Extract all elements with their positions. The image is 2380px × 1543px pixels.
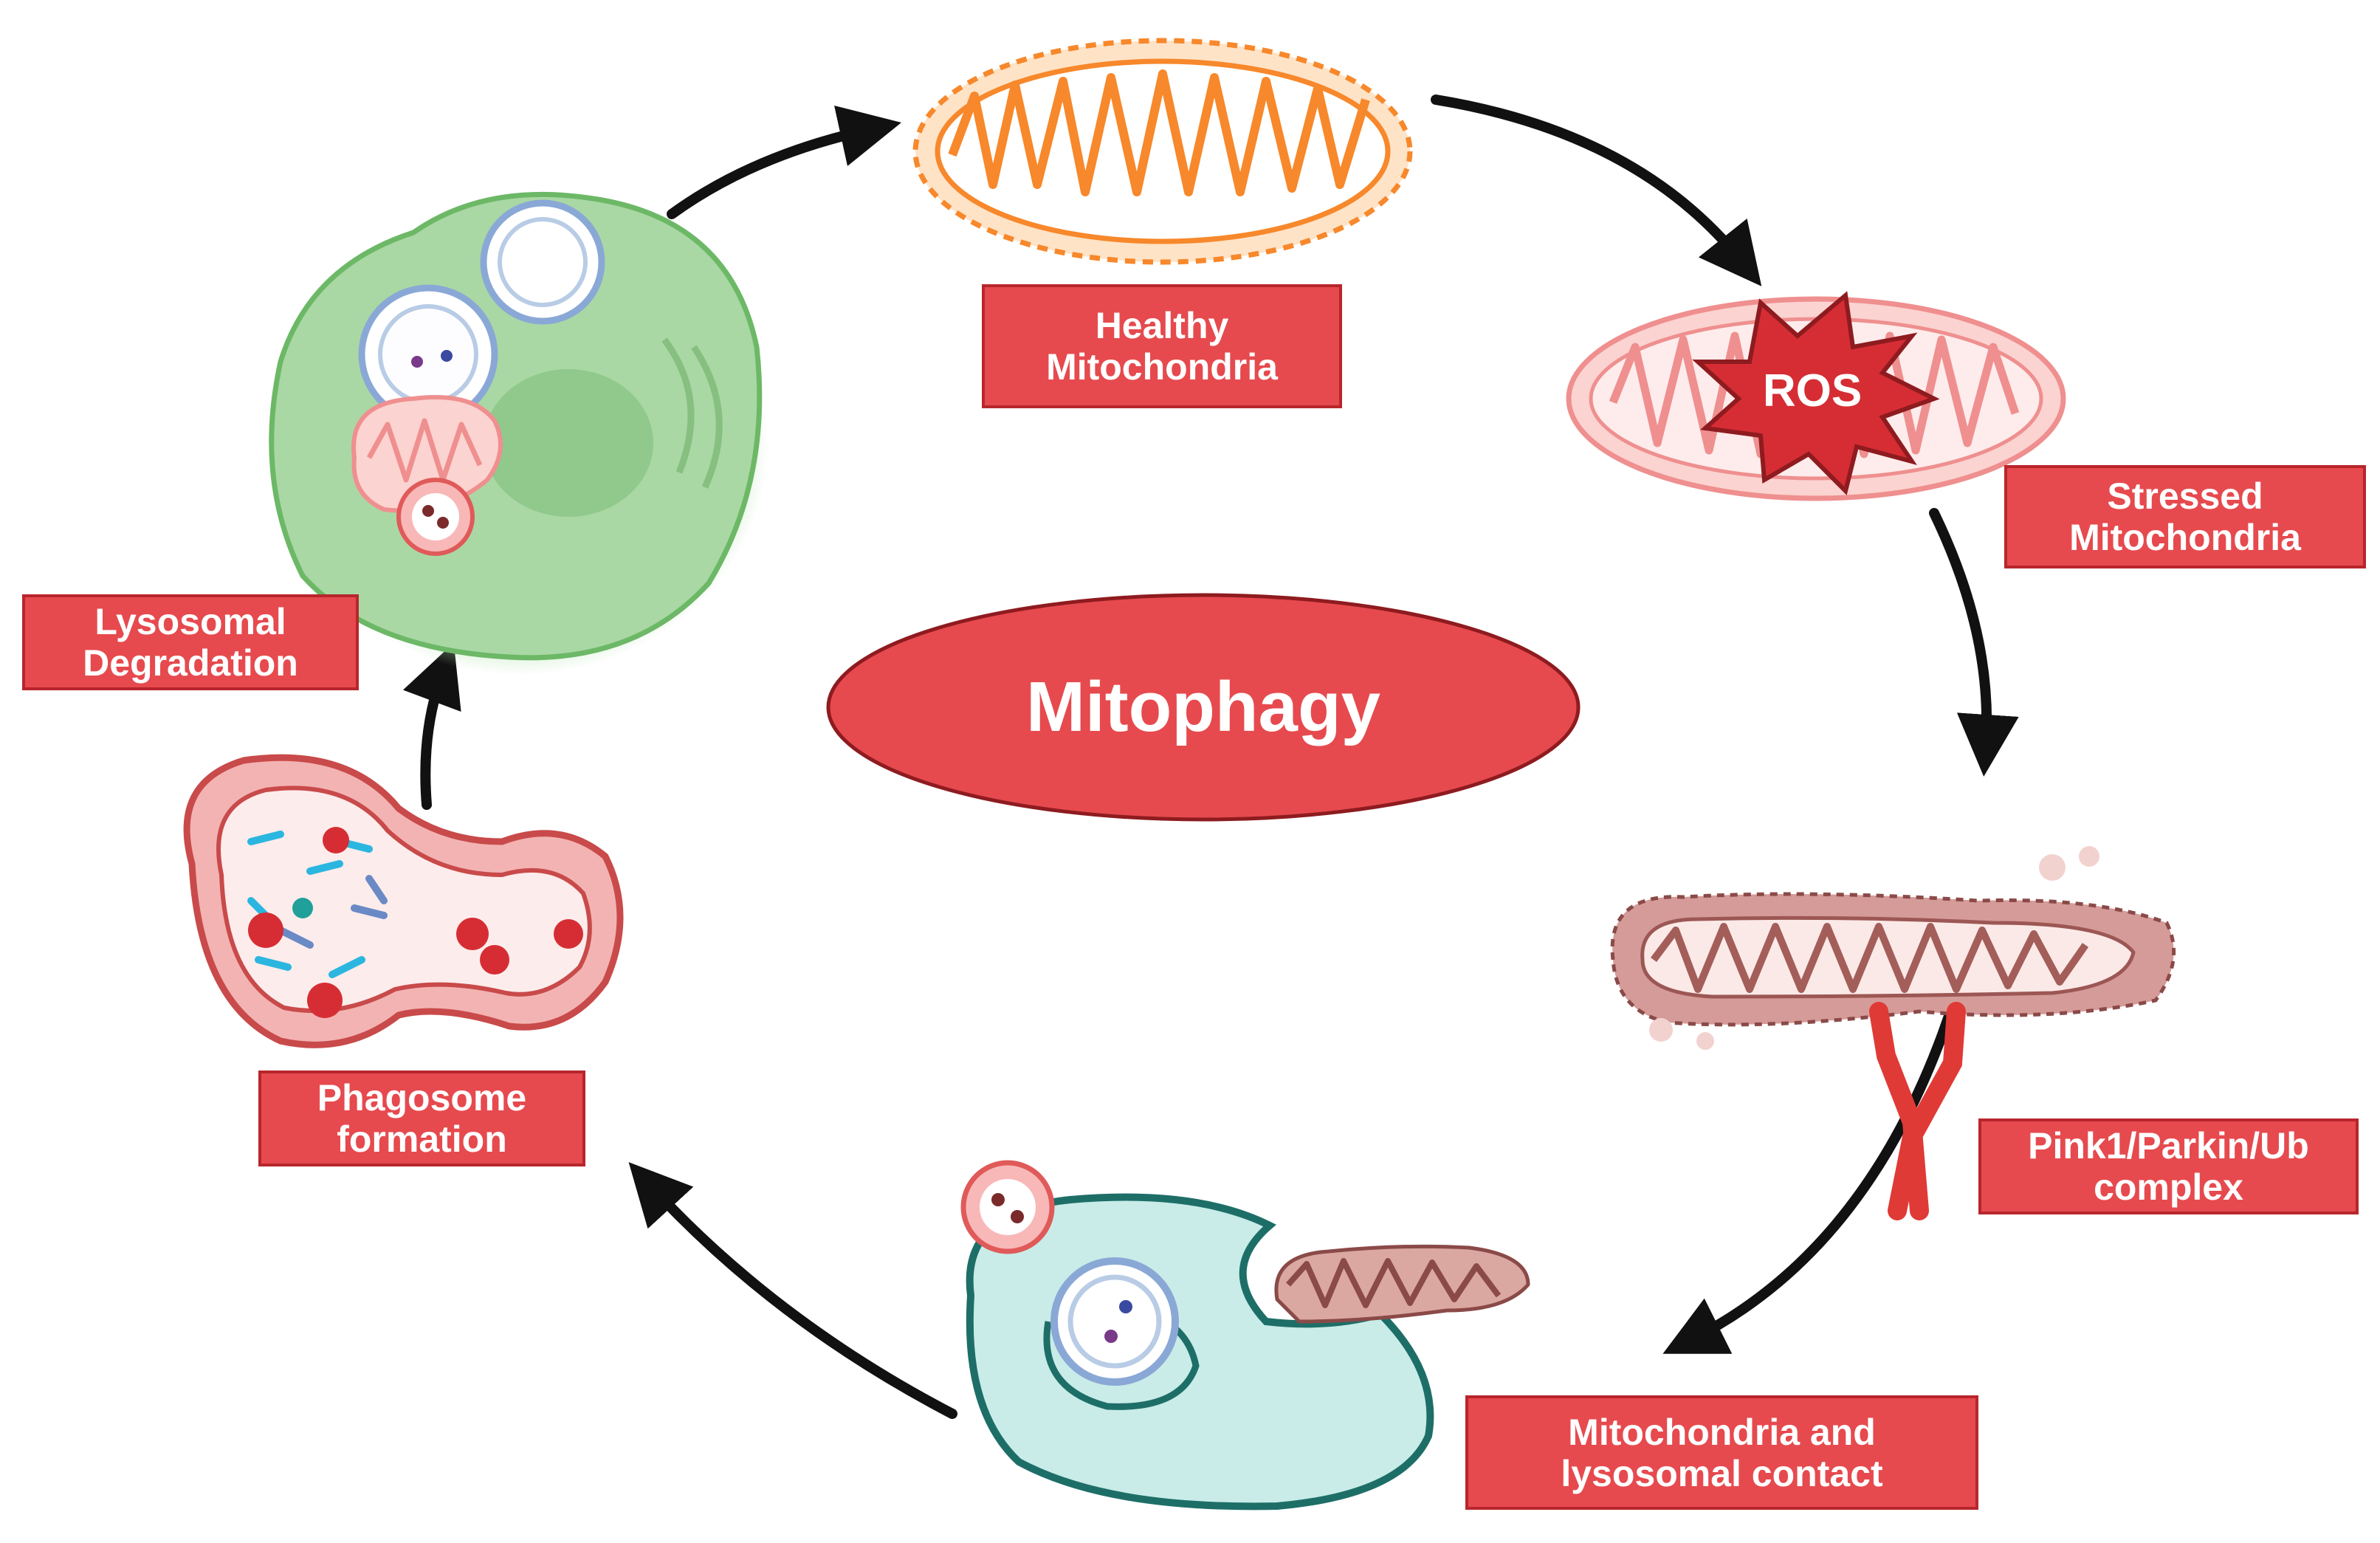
arrow-healthy-to-stressed — [1431, 94, 1762, 286]
label-lysosomal-line1: Lysosomal — [94, 601, 286, 642]
lysosomal-contact-cell — [960, 1160, 1530, 1511]
label-healthy-line1: Healthy — [1095, 305, 1229, 346]
phagosome — [183, 754, 624, 1048]
label-phagosome-line1: Phagosome — [317, 1077, 527, 1118]
label-lysosomal-line2: Degradation — [83, 642, 298, 684]
label-phagosome-line2: formation — [337, 1118, 507, 1160]
label-contact-line1: Mitochondria and — [1568, 1411, 1876, 1453]
pink1-parkin-ub-complex — [1869, 1002, 1966, 1220]
stressed-mitochondrion: ROS — [1566, 291, 2066, 501]
label-pink-line2: complex — [2094, 1166, 2243, 1208]
label-pink1-parkin-ub: Pink1/Parkin/Ub complex — [1978, 1118, 2359, 1214]
label-contact-line2: lysosomal contact — [1561, 1452, 1883, 1494]
arrow-contact-to-phagosome — [628, 1162, 957, 1419]
damaged-mitochondrion — [1610, 846, 2176, 1220]
ros-starburst — [1692, 291, 1940, 495]
ros-label: ROS — [1763, 365, 1862, 416]
label-healthy-line2: Mitochondria — [1046, 346, 1278, 388]
label-stressed-mitochondria: Stressed Mitochondria — [2004, 465, 2366, 568]
label-stressed-line2: Mitochondria — [2069, 517, 2301, 558]
lysosomal-degradation-cell — [269, 191, 768, 676]
label-mito-lysosomal-contact: Mitochondria and lysosomal contact — [1465, 1395, 1978, 1510]
arrow-damaged-to-contact — [1662, 951, 1973, 1354]
label-lysosomal-degradation: Lysosomal Degradation — [22, 594, 359, 690]
arrow-lysosome-to-healthy — [667, 105, 902, 219]
cycle-arrows — [402, 94, 2019, 1419]
arrow-stressed-to-damaged — [1929, 508, 2019, 777]
center-ellipse — [826, 593, 1581, 822]
healthy-mitochondrion — [912, 38, 1413, 265]
label-phagosome-formation: Phagosome formation — [258, 1071, 585, 1166]
label-stressed-line1: Stressed — [2107, 475, 2263, 517]
center-title: Mitophagy — [1026, 667, 1380, 746]
label-healthy-mitochondria: Healthy Mitochondria — [982, 284, 1342, 408]
arrow-phagosome-to-lysosome — [402, 642, 461, 810]
label-pink-line1: Pink1/Parkin/Ub — [2028, 1125, 2309, 1166]
